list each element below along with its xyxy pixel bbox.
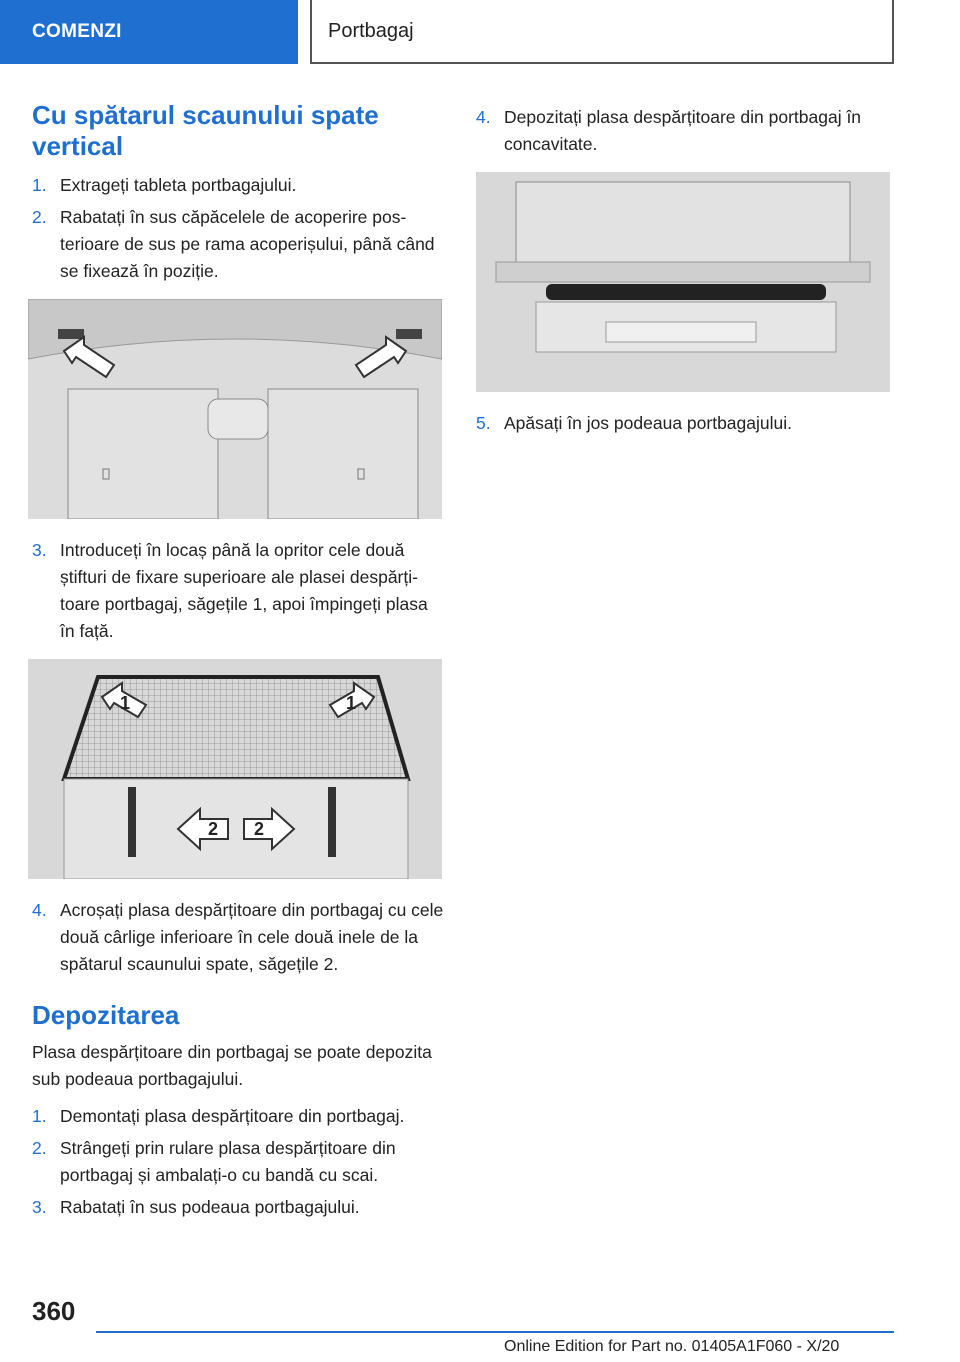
footer-divider <box>96 1331 894 1333</box>
step-text: Extrageți tableta portbagajului. <box>60 175 297 195</box>
steps-list-right-5: 5. Apăsați în jos podeaua portbagajului. <box>476 410 896 437</box>
step-item: 4. Acroșați plasa despărțitoare din portb… <box>32 897 444 978</box>
step-number: 4. <box>476 107 491 127</box>
step-item: 3. Rabatați în sus podeaua portbagajului. <box>32 1194 444 1221</box>
step-text: Strângeți prin rulare plasa despărțitoar… <box>60 1138 396 1185</box>
step-text: Rabatați în sus căpăcelele de acoperire … <box>60 207 435 281</box>
step-item: 1. Extrageți tableta portbagajului. <box>32 172 444 199</box>
edition-note: Online Edition for Part no. 01405A1F060 … <box>504 1338 840 1355</box>
page-number: 360 <box>32 1296 76 1326</box>
steps-list-right-4: 4. Depozitați plasa despărțitoare din por… <box>476 104 896 158</box>
step-text: Acroșați plasa despărțitoare din portbag… <box>60 900 444 974</box>
step-item: 1. Demontați plasa despărțitoare din port… <box>32 1103 444 1130</box>
figure-headliner-caps <box>28 299 442 519</box>
step-number: 1. <box>32 1106 47 1126</box>
section-tab: COMENZI <box>0 0 298 64</box>
chapter-title: Portbagaj <box>328 19 414 42</box>
arrow-label-1: 1 <box>120 693 130 713</box>
figure-storage-recess <box>476 172 890 392</box>
arrow-label-2: 2 <box>254 819 264 839</box>
arrow-label-1: 1 <box>346 693 356 713</box>
steps-list-3: 3. Introduceți în locaș până la opritor c… <box>32 537 444 645</box>
step-number: 2. <box>32 1138 47 1158</box>
steps-list-4: 4. Acroșați plasa despărțitoare din portb… <box>32 897 444 978</box>
arrow-label-2: 2 <box>208 819 218 839</box>
step-number: 2. <box>32 207 47 227</box>
step-number: 1. <box>32 175 47 195</box>
steps-list-b: 1. Demontați plasa despărțitoare din port… <box>32 1103 444 1221</box>
step-text: Depozitați plasa despărțitoare din portb… <box>504 107 862 154</box>
step-text: Rabatați în sus podeaua portbagajului. <box>60 1197 360 1217</box>
step-item: 5. Apăsați în jos podeaua portbagajului. <box>476 410 896 437</box>
chapter-header: Portbagaj <box>310 0 894 64</box>
step-number: 4. <box>32 900 47 920</box>
step-text: Introduceți în locaș până la opritor cel… <box>60 540 428 641</box>
figure-partition-net: 1 1 2 2 <box>28 659 442 879</box>
left-column: Cu spătarul scaunului spate vertical 1. E… <box>28 100 444 1226</box>
section-label: COMENZI <box>32 21 122 42</box>
step-number: 5. <box>476 413 491 433</box>
step-item: 2. Strângeți prin rulare plasa despărțito… <box>32 1135 444 1189</box>
step-number: 3. <box>32 1197 47 1217</box>
right-column: 4. Depozitați plasa despărțitoare din por… <box>476 100 896 442</box>
step-item: 4. Depozitați plasa despărțitoare din por… <box>476 104 896 158</box>
step-item: 3. Introduceți în locaș până la opritor c… <box>32 537 444 645</box>
step-text: Apăsați în jos podeaua portbagajului. <box>504 413 792 433</box>
section-heading-storage: Depozitarea <box>32 1000 180 1030</box>
intro-paragraph: Plasa despărțitoare din portbagaj se poa… <box>32 1042 432 1089</box>
steps-list-a: 1. Extrageți tableta portbagajului. 2. Rab… <box>32 172 444 285</box>
step-number: 3. <box>32 540 47 560</box>
step-item: 2. Rabatați în sus căpăcelele de acoperir… <box>32 204 444 285</box>
step-text: Demontați plasa despărțitoare din portba… <box>60 1106 405 1126</box>
section-heading: Cu spătarul scaunului spate vertical <box>32 100 379 161</box>
